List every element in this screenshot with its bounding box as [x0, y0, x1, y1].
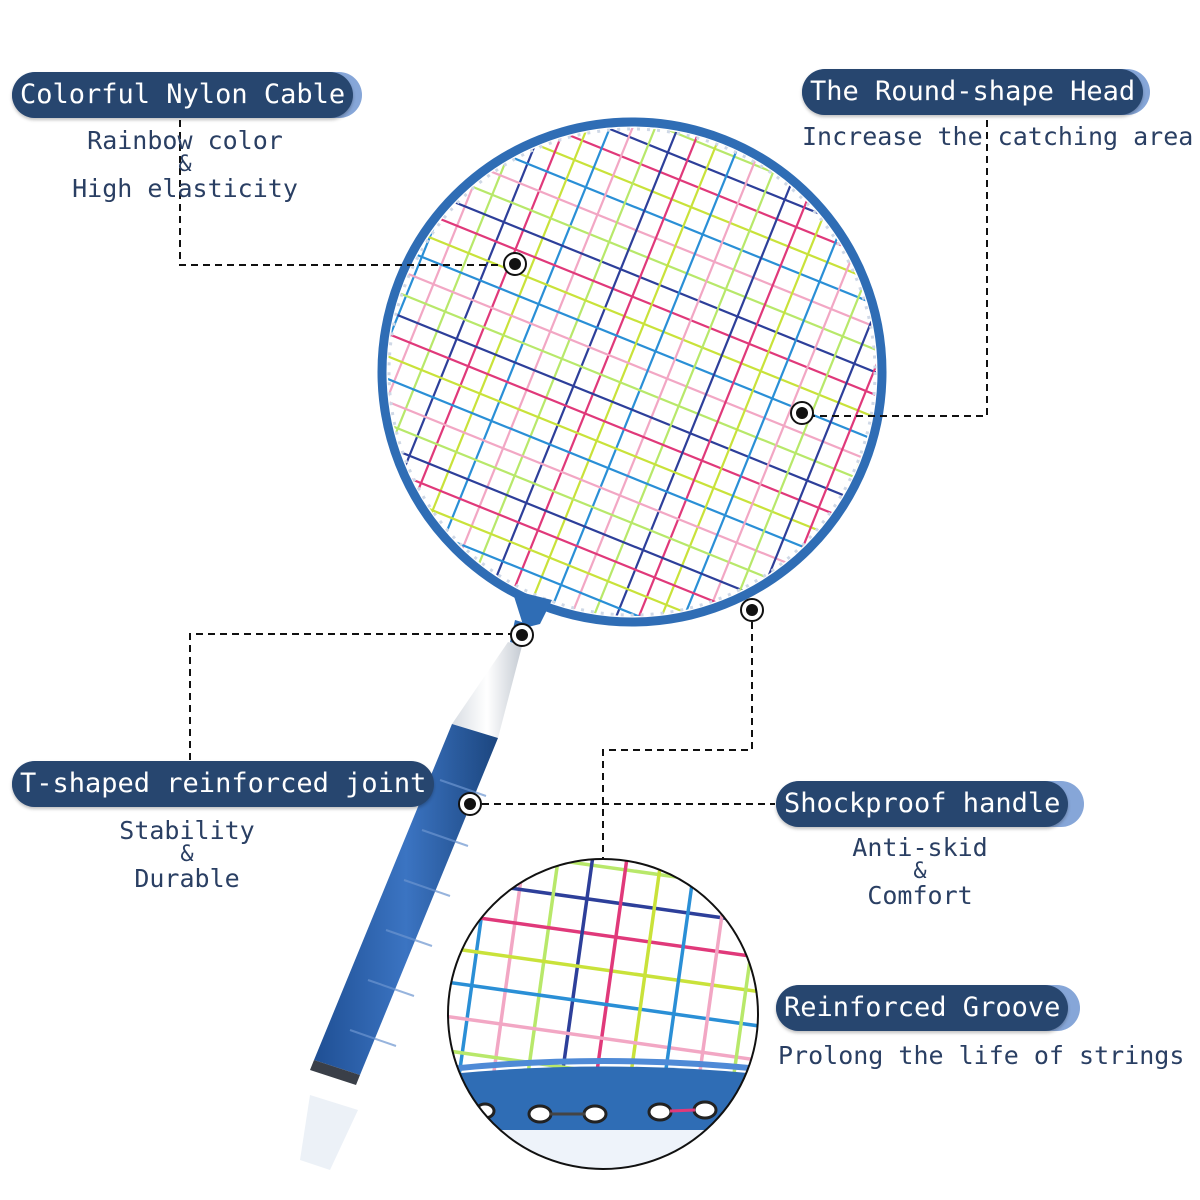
string-line — [448, 940, 758, 1000]
callout-joint-line2: Durable — [134, 864, 240, 894]
string-line — [422, 70, 635, 591]
callout-groove-line1: Prolong the life of strings — [778, 1041, 1185, 1070]
callout-head-line1: Increase the catching area — [802, 122, 1194, 151]
leader-joint — [189, 633, 520, 760]
string-line — [402, 62, 615, 583]
racket-strings — [314, 54, 950, 690]
callout-head-title: The Round-shape Head — [802, 69, 1144, 115]
callout-groove-desc: Prolong the life of strings — [778, 1041, 1185, 1070]
string-line — [406, 181, 927, 394]
handle-grip — [314, 724, 498, 1075]
string-line — [500, 101, 712, 622]
string-line — [413, 162, 934, 375]
string-line — [655, 164, 868, 685]
leader-head — [803, 120, 988, 417]
callout-cable-amp: & — [178, 152, 192, 178]
callout-joint-line1: Stability — [119, 816, 255, 845]
callout-joint-amp: & — [180, 842, 194, 868]
callout-groove-title: Reinforced Groove — [776, 985, 1069, 1031]
string-line — [382, 240, 903, 452]
string-line — [448, 1008, 758, 1068]
string-line — [558, 125, 771, 646]
string-line — [374, 259, 895, 472]
callout-cable-line1: Rainbow color — [87, 126, 283, 155]
string-line — [343, 337, 864, 550]
string-line — [578, 132, 790, 654]
callout-cable-line2: High elasticity — [72, 174, 298, 204]
callout-joint-desc: Stability & Durable — [87, 816, 287, 894]
zoom-lens — [447, 858, 759, 1170]
string-line — [358, 298, 879, 511]
string-line — [448, 859, 758, 866]
string-line — [335, 356, 856, 569]
string-line — [433, 774, 829, 830]
racket-head-frame — [377, 117, 887, 627]
string-line — [441, 77, 654, 598]
leader-cable — [179, 120, 512, 266]
string-line — [390, 220, 911, 433]
string-line — [421, 142, 942, 355]
callout-cable-desc: Rainbow color & High elasticity — [60, 126, 310, 204]
marker-head — [790, 401, 814, 425]
callout-handle-amp: & — [913, 859, 927, 885]
string-line — [714, 188, 927, 690]
callout-handle-desc: Anti-skid & Comfort — [820, 833, 1020, 911]
string-line — [636, 156, 849, 677]
string-line — [448, 974, 758, 1034]
callout-handle-line2: Comfort — [867, 881, 973, 911]
callout-groove-pill: Reinforced Groove — [776, 985, 1080, 1031]
callout-head-desc: Increase the catching area — [802, 122, 1194, 151]
marker-cable — [503, 252, 527, 276]
callout-joint-pill: T-shaped reinforced joint — [12, 761, 435, 807]
string-line — [366, 279, 887, 491]
callout-cable-title: Colorful Nylon Cable — [12, 72, 354, 118]
string-line — [319, 395, 840, 608]
marker-joint — [510, 623, 534, 647]
string-line — [597, 140, 810, 661]
handle-cap — [452, 642, 522, 738]
callout-joint-title: T-shaped reinforced joint — [12, 761, 435, 807]
string-line — [753, 203, 950, 690]
callout-handle-title: Shockproof handle — [776, 781, 1069, 827]
string-line — [616, 148, 829, 669]
string-line — [519, 109, 732, 630]
marker-handle — [458, 792, 482, 816]
string-line — [327, 376, 848, 589]
string-line — [398, 201, 919, 414]
string-line — [539, 117, 751, 638]
marker-groove — [740, 598, 764, 622]
leader-groove — [602, 610, 753, 858]
callout-head-pill: The Round-shape Head — [802, 69, 1150, 115]
string-line — [480, 93, 693, 614]
string-line — [350, 318, 872, 530]
t-joint — [512, 590, 552, 628]
string-line — [733, 195, 946, 690]
string-line — [772, 211, 950, 690]
callout-handle-pill: Shockproof handle — [776, 781, 1084, 827]
callout-cable-pill: Colorful Nylon Cable — [12, 72, 362, 118]
callout-handle-line1: Anti-skid — [852, 833, 988, 862]
string-line — [461, 85, 674, 606]
